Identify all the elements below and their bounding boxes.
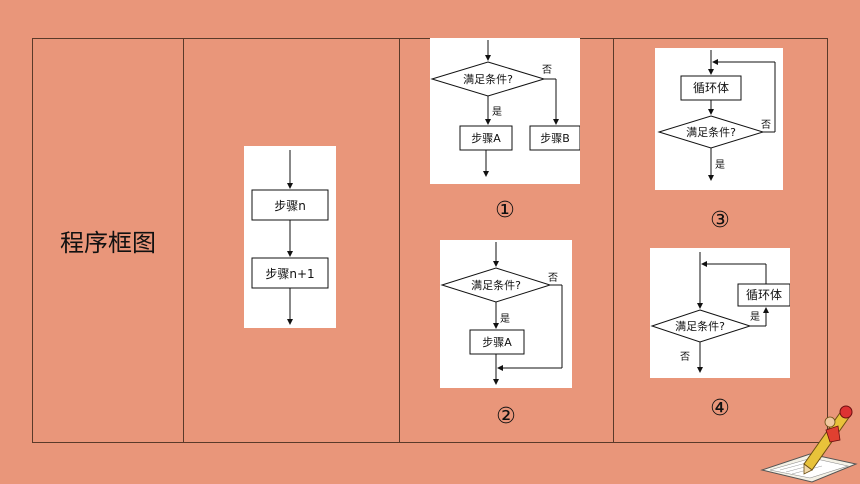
no-label: 否: [548, 272, 558, 284]
step-n1-box: [251, 257, 329, 289]
pencil-book-illustration: [760, 405, 858, 483]
no-label: 否: [761, 119, 771, 131]
yes-label: 是: [492, 106, 502, 118]
diagram-number-1: ①: [495, 198, 515, 223]
condition-label: 满足条件?: [463, 72, 513, 86]
yes-label: 是: [715, 159, 725, 171]
condition-label: 满足条件?: [675, 319, 725, 333]
loop-body-label: 循环体: [746, 288, 782, 302]
step-a-label: 步骤A: [471, 132, 501, 145]
sequence-diagram: 步骤n 步骤n+1: [244, 146, 336, 328]
step-a-label: 步骤A: [482, 336, 512, 349]
yes-label: 是: [500, 313, 510, 325]
step-b-label: 步骤B: [540, 132, 570, 145]
step-a-box: [469, 329, 525, 355]
step-a-box: [459, 125, 513, 151]
yes-label: 是: [750, 311, 760, 323]
column-divider: [613, 39, 614, 442]
loop-body-label: 循环体: [693, 81, 729, 95]
diagram-number-3: ③: [710, 208, 730, 233]
no-label: 否: [542, 64, 552, 76]
diagram-number-4: ④: [710, 396, 730, 421]
diagram-number-2: ②: [496, 404, 516, 429]
column-divider: [183, 39, 184, 442]
step-n-label: 步骤n: [274, 199, 306, 213]
no-label: 否: [680, 351, 690, 363]
loop-diagram-4: 循环体 满足条件? 是 否: [650, 248, 790, 378]
selection-diagram-2: 满足条件? 是 否 步骤A: [440, 240, 572, 388]
row-title: 程序框图: [60, 229, 156, 257]
step-n-box: [251, 189, 329, 221]
step-b-box: [529, 125, 580, 151]
column-divider: [399, 39, 400, 442]
selection-diagram-1: 满足条件? 是 否 步骤A 步骤B: [430, 38, 580, 184]
loop-body-box: [737, 283, 790, 307]
step-n1-label: 步骤n+1: [265, 267, 314, 281]
condition-label: 满足条件?: [471, 278, 521, 292]
condition-label: 满足条件?: [686, 125, 736, 139]
loop-diagram-3: 循环体 满足条件? 否 是: [655, 48, 783, 190]
